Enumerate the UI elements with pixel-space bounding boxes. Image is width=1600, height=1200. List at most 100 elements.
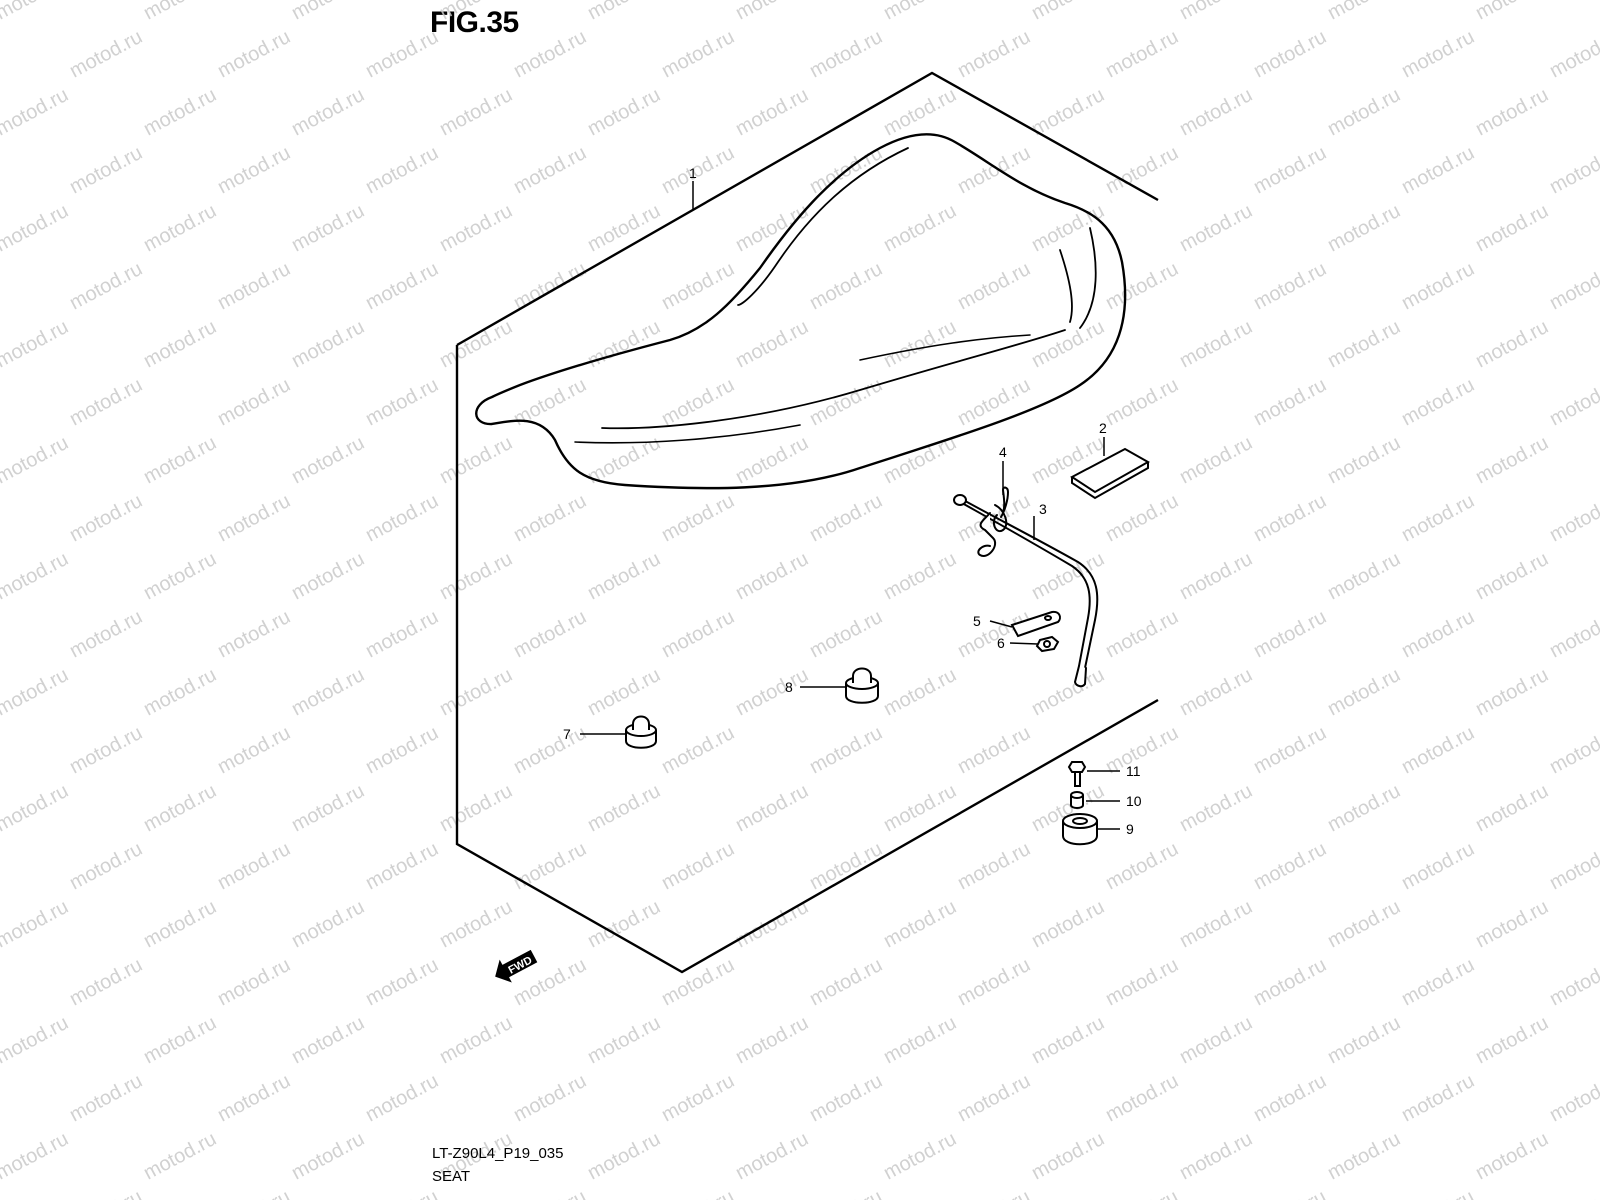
- callout-leaders: [580, 181, 1120, 830]
- watermark-text: motod.ru: [0, 316, 72, 372]
- watermark-text: motod.ru: [140, 1012, 220, 1068]
- watermark-text: motod.ru: [806, 490, 886, 546]
- watermark-text: motod.ru: [1028, 316, 1108, 372]
- watermark-text: motod.ru: [954, 1186, 1034, 1200]
- watermark-text: motod.ru: [288, 200, 368, 256]
- watermark-text: motod.ru: [732, 1128, 812, 1184]
- watermark-text: motod.ru: [66, 258, 146, 314]
- watermark-text: motod.ru: [880, 0, 960, 24]
- callout-8: 8: [785, 679, 793, 695]
- watermark-text: motod.ru: [1028, 1012, 1108, 1068]
- watermark-text: motod.ru: [362, 722, 442, 778]
- watermark-text: motod.ru: [732, 780, 812, 836]
- watermark-text: motod.ru: [1546, 374, 1600, 430]
- watermark-text: motod.ru: [1102, 1070, 1182, 1126]
- watermark-text: motod.ru: [1324, 0, 1404, 24]
- watermark-text: motod.ru: [1546, 258, 1600, 314]
- callout-labels: 1 2 3 4 5 6 7 8 9 10 11: [563, 165, 1142, 837]
- watermark-text: motod.ru: [806, 954, 886, 1010]
- watermark-text: motod.ru: [954, 954, 1034, 1010]
- watermark-text: motod.ru: [362, 26, 442, 82]
- callout-2: 2: [1099, 420, 1107, 436]
- watermark-text: motod.ru: [1324, 1128, 1404, 1184]
- watermark-text: motod.ru: [1176, 780, 1256, 836]
- watermark-text: motod.ru: [1028, 84, 1108, 140]
- watermark-text: motod.ru: [1324, 780, 1404, 836]
- watermark-text: motod.ru: [954, 1070, 1034, 1126]
- watermark-text: motod.ru: [1324, 200, 1404, 256]
- watermark-text: motod.ru: [1102, 722, 1182, 778]
- watermark-text: motod.ru: [0, 896, 72, 952]
- watermark-text: motod.ru: [1398, 838, 1478, 894]
- watermark-text: motod.ru: [1176, 1128, 1256, 1184]
- watermark-text: motod.ru: [584, 780, 664, 836]
- watermark-text: motod.ru: [66, 838, 146, 894]
- watermark-text: motod.ru: [584, 200, 664, 256]
- watermark-text: motod.ru: [658, 1186, 738, 1200]
- watermark-text: motod.ru: [0, 84, 72, 140]
- watermark-text: motod.ru: [510, 838, 590, 894]
- watermark-text: motod.ru: [1472, 432, 1552, 488]
- watermark-text: motod.ru: [66, 26, 146, 82]
- watermark-text: motod.ru: [954, 722, 1034, 778]
- watermark-text: motod.ru: [584, 664, 664, 720]
- callout-5: 5: [973, 613, 981, 629]
- watermark-text: motod.ru: [288, 316, 368, 372]
- watermark-text: motod.ru: [0, 780, 72, 836]
- watermark-text: motod.ru: [1546, 142, 1600, 198]
- watermark-text: motod.ru: [880, 1012, 960, 1068]
- watermark-text: motod.ru: [658, 26, 738, 82]
- seat-drawing: [475, 133, 1127, 490]
- watermark-text: motod.ru: [1250, 1186, 1330, 1200]
- watermark-text: motod.ru: [1324, 664, 1404, 720]
- watermark-text: motod.ru: [1028, 1128, 1108, 1184]
- watermark-text: motod.ru: [1028, 0, 1108, 24]
- watermark-text: motod.ru: [880, 780, 960, 836]
- watermark-text: motod.ru: [1398, 722, 1478, 778]
- watermark-text: motod.ru: [658, 490, 738, 546]
- watermark-text: motod.ru: [510, 490, 590, 546]
- watermark-text: motod.ru: [140, 664, 220, 720]
- watermark-text: motod.ru: [1250, 142, 1330, 198]
- watermark-text: motod.ru: [1324, 1012, 1404, 1068]
- watermark-text: motod.ru: [1398, 1186, 1478, 1200]
- watermark-text: motod.ru: [214, 142, 294, 198]
- nut-part: [1035, 635, 1060, 653]
- watermark-text: motod.ru: [288, 1128, 368, 1184]
- watermark-text: motod.ru: [1176, 548, 1256, 604]
- watermark-text: motod.ru: [362, 838, 442, 894]
- watermark-text: motod.ru: [214, 954, 294, 1010]
- watermark-text: motod.ru: [140, 0, 220, 24]
- watermark-text: motod.ru: [1250, 1070, 1330, 1126]
- watermark-text: motod.ru: [362, 954, 442, 1010]
- watermark-text: motod.ru: [1102, 954, 1182, 1010]
- callout-3: 3: [1039, 501, 1047, 517]
- watermark-text: motod.ru: [1324, 84, 1404, 140]
- watermark-text: motod.ru: [954, 142, 1034, 198]
- watermark-text: motod.ru: [140, 432, 220, 488]
- watermark-text: motod.ru: [1398, 490, 1478, 546]
- watermark-text: motod.ru: [658, 374, 738, 430]
- watermark-text: motod.ru: [140, 200, 220, 256]
- callout-10: 10: [1126, 793, 1142, 809]
- watermark-text: motod.ru: [1102, 258, 1182, 314]
- part-boundary: [455, 71, 1159, 974]
- watermark-text: motod.ru: [1250, 722, 1330, 778]
- watermark-text: motod.ru: [1102, 490, 1182, 546]
- watermark-text: motod.ru: [510, 1186, 590, 1200]
- seat-pad-part: [1070, 447, 1151, 500]
- watermark-text: motod.ru: [1398, 258, 1478, 314]
- watermark-text: motod.ru: [1472, 200, 1552, 256]
- watermark-text: motod.ru: [1028, 200, 1108, 256]
- watermark-text: motod.ru: [66, 606, 146, 662]
- watermark-text: motod.ru: [436, 432, 516, 488]
- watermark-text: motod.ru: [806, 1186, 886, 1200]
- watermark-text: motod.ru: [1546, 1186, 1600, 1200]
- watermark-text: motod.ru: [584, 0, 664, 24]
- watermark-text: motod.ru: [0, 200, 72, 256]
- watermark-text: motod.ru: [584, 84, 664, 140]
- watermark-text: motod.ru: [1472, 664, 1552, 720]
- watermark-text: motod.ru: [362, 258, 442, 314]
